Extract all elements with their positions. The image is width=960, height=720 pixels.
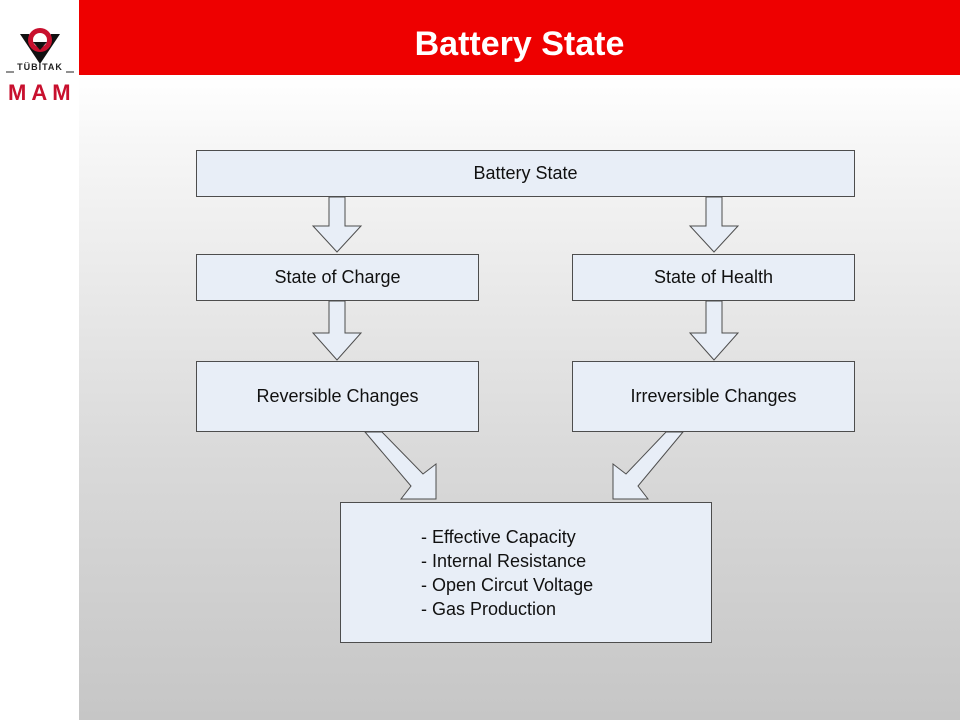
left-margin [0,0,79,720]
effects-list: - Effective Capacity - Internal Resistan… [421,525,593,621]
effects-box: - Effective Capacity - Internal Resistan… [340,502,712,643]
arrow-diagonal-icon [612,431,685,500]
logo-emblem-icon [6,28,74,73]
list-item: - Open Circut Voltage [421,575,594,595]
title-bar [79,0,960,75]
tubitak-mam-logo: TÜBİTAK MAM [0,0,79,110]
list-item: - Gas Production [421,599,557,619]
arrow-diagonal-icon [363,431,437,500]
logo-mam: MAM [8,80,76,105]
arrow-down-icon [688,300,740,361]
state-of-health-box: State of Health [572,254,855,301]
arrow-down-icon [311,300,363,361]
list-item: - Internal Resistance [421,551,587,571]
logo-wordmark: TÜBİTAK [17,62,63,72]
state-of-charge-box: State of Charge [196,254,479,301]
reversible-changes-box: Reversible Changes [196,361,479,432]
battery-state-box: Battery State [196,150,855,197]
arrow-down-icon [311,196,363,253]
slide-title: Battery State [414,25,625,63]
irreversible-changes-box: Irreversible Changes [572,361,855,432]
list-item: - Effective Capacity [421,527,576,547]
arrow-down-icon [688,196,740,253]
